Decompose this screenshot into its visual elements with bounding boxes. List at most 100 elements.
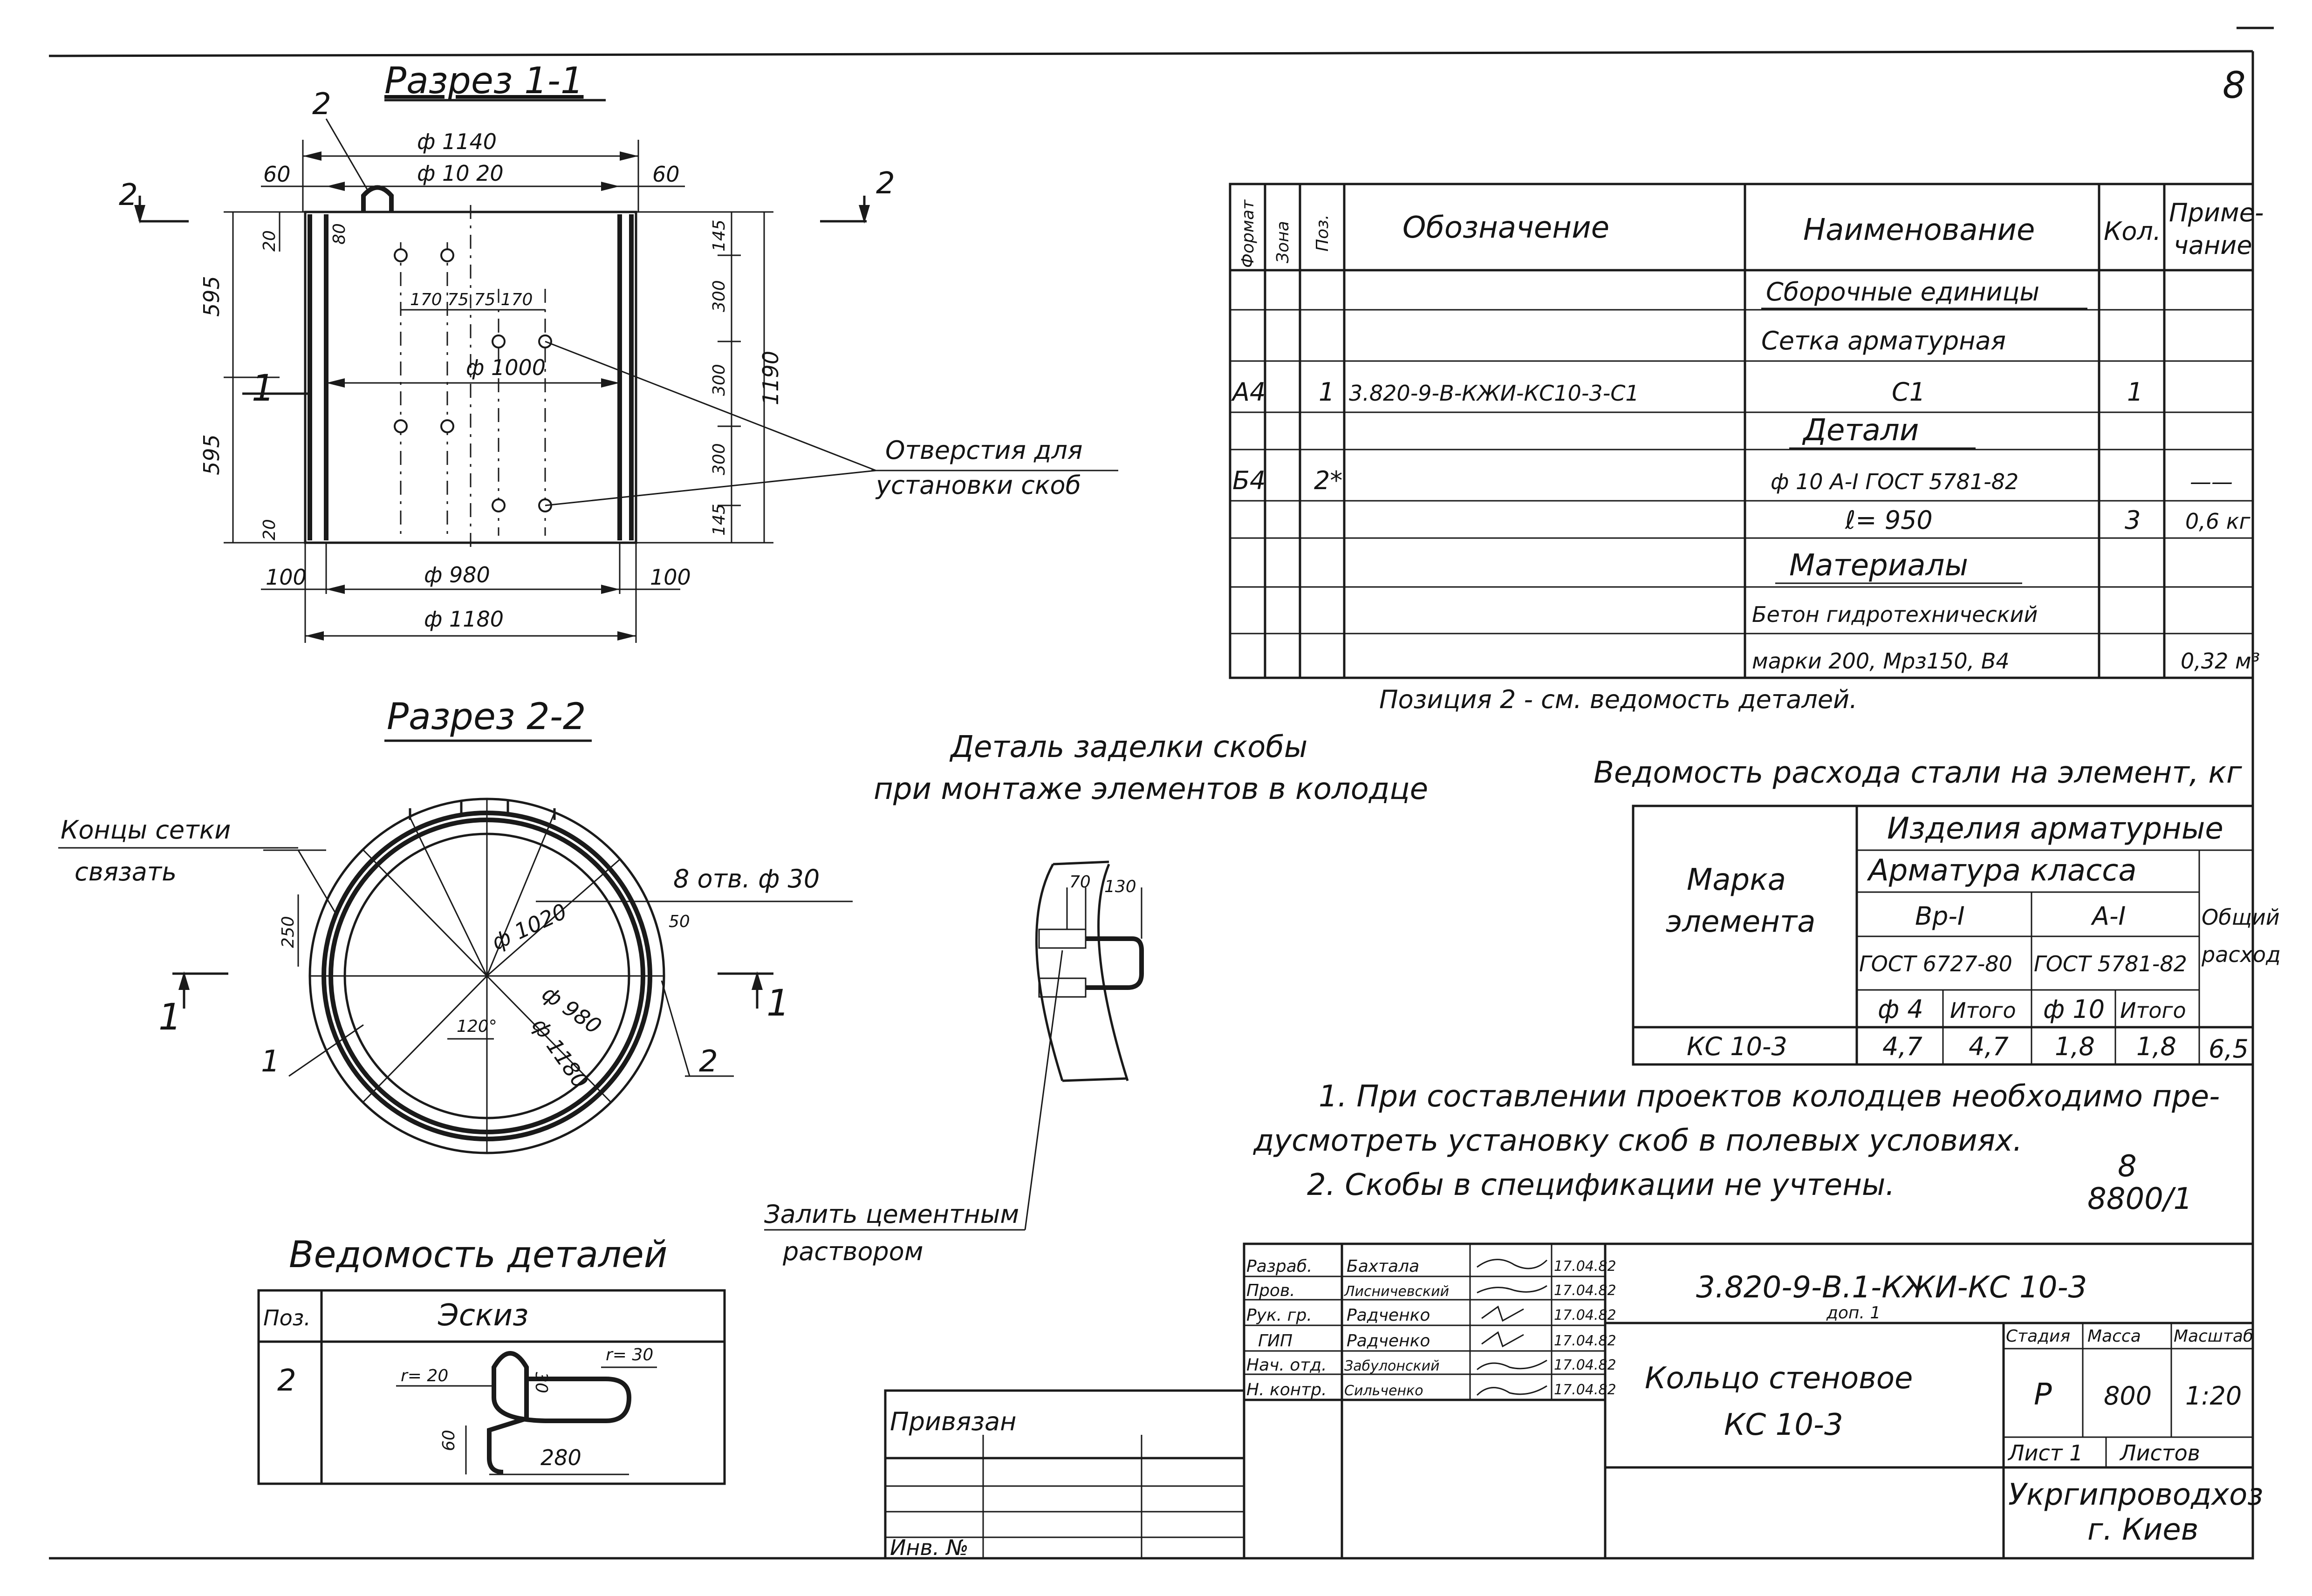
section-1-1-pos-2: 2 bbox=[312, 87, 331, 122]
detail-title-line2: при монтаже элементов в колодце bbox=[874, 772, 1428, 806]
dim-r300-c: 300 bbox=[710, 443, 729, 475]
inv-label: Инв. № bbox=[890, 1535, 969, 1560]
spec-footnote: Позиция 2 - см. ведомость деталей. bbox=[1379, 685, 1857, 714]
spec-h-note1: Приме- bbox=[2169, 198, 2264, 227]
sketch-r30: r= 30 bbox=[606, 1345, 653, 1364]
note-line2: дусмотреть установку скоб в полевых усло… bbox=[1253, 1124, 2022, 1158]
steel-row-mark: КС 10-3 bbox=[1687, 1032, 1787, 1061]
spec-r2-name: С1 bbox=[1892, 377, 1925, 407]
s22-dim-50: 50 bbox=[669, 912, 690, 931]
tb-name-4: Радченко bbox=[1347, 1331, 1430, 1350]
steel-table: Ведомость расхода стали на элемент, кг М… bbox=[1594, 756, 2281, 1066]
steel-group-h: Изделия арматурные bbox=[1887, 812, 2223, 846]
details-row-pos: 2 bbox=[277, 1364, 296, 1398]
page-number: 8 bbox=[2223, 65, 2246, 107]
tb-stage-label: Стадия bbox=[2006, 1327, 2070, 1346]
spec-r4-pos: 2* bbox=[1314, 466, 1342, 495]
spec-r3-name: Детали bbox=[1802, 413, 1919, 448]
tb-org-line1: Укргипроводхоз bbox=[2008, 1478, 2263, 1512]
steel-gost2: ГОСТ 5781-82 bbox=[2034, 951, 2187, 976]
dim-h595-b: 595 bbox=[199, 434, 224, 475]
steel-total-h1: Общий bbox=[2202, 905, 2280, 930]
tb-role-5: Нач. отд. bbox=[1246, 1356, 1327, 1375]
dim-d1180: ф 1180 bbox=[424, 607, 504, 632]
dim-h595-a: 595 bbox=[199, 276, 224, 317]
tb-role-3: Рук. гр. bbox=[1246, 1306, 1312, 1325]
tb-role-1: Разраб. bbox=[1246, 1257, 1312, 1276]
tb-date-4: 17.04.82 bbox=[1554, 1333, 1616, 1349]
details-title: Ведомость деталей bbox=[289, 1234, 668, 1276]
s22-d1020: ф 1020 bbox=[488, 899, 571, 955]
spec-r8-note: 0,32 м³ bbox=[2181, 648, 2260, 674]
s22-pos1: 1 bbox=[261, 1044, 280, 1079]
holes-note-line1: Отверстия для bbox=[885, 436, 1083, 465]
details-table: Ведомость деталей Поз. Эскиз 2 r= 20 r= … bbox=[257, 1234, 726, 1485]
dim-v80: 80 bbox=[330, 223, 349, 245]
spec-h-zone: Зона bbox=[1273, 221, 1293, 263]
steel-row-v2: 4,7 bbox=[1969, 1032, 2009, 1061]
spec-r2-pos: 1 bbox=[1319, 377, 1334, 407]
section-1-1-title: Разрез 1-1 bbox=[384, 60, 583, 102]
tb-date-2: 17.04.82 bbox=[1554, 1282, 1616, 1299]
holes-note-line2: установки скоб bbox=[875, 471, 1081, 500]
tb-role-2: Пров. bbox=[1246, 1281, 1295, 1300]
sketch-d280: 280 bbox=[540, 1445, 581, 1470]
spec-r4-format: Б4 bbox=[1232, 466, 1265, 495]
spec-r4-note: —— bbox=[2190, 469, 2233, 494]
steel-sub-3: ф 10 bbox=[2043, 995, 2105, 1024]
detail-fixing: Деталь заделки скобы при монтаже элемент… bbox=[764, 730, 1428, 1266]
steel-title: Ведомость расхода стали на элемент, кг bbox=[1594, 756, 2242, 790]
steel-row-v1: 4,7 bbox=[1882, 1032, 1922, 1061]
sketch-d60: 60 bbox=[439, 1430, 458, 1451]
dim-right-100: 100 bbox=[650, 565, 691, 590]
steel-class-h: Арматура класса bbox=[1867, 853, 2137, 888]
spec-r4-name: ф 10 А-I ГОСТ 5781-82 bbox=[1771, 469, 2018, 494]
details-col-sketch: Эскиз bbox=[438, 1298, 528, 1333]
spec-h-qty: Кол. bbox=[2104, 217, 2161, 246]
tb-date-6: 17.04.82 bbox=[1554, 1382, 1616, 1398]
steel-mark-h2: элемента bbox=[1666, 905, 1815, 939]
linked-label: Привязан bbox=[890, 1407, 1016, 1436]
dim-r300-a: 300 bbox=[710, 280, 729, 312]
tb-date-1: 17.04.82 bbox=[1554, 1258, 1616, 1275]
tb-stage: Р bbox=[2034, 1378, 2052, 1412]
spec-r2-qty: 1 bbox=[2127, 377, 2143, 407]
dim-d1140: ф 1140 bbox=[417, 129, 497, 154]
dim-d980: ф 980 bbox=[424, 562, 490, 587]
tb-doc-sub: доп. 1 bbox=[1826, 1303, 1881, 1323]
cut-marker-left: 2 bbox=[119, 178, 138, 212]
sketch-d30: 30 bbox=[532, 1372, 551, 1393]
note-line1: 1. При составлении проектов колодцев нео… bbox=[1319, 1079, 2220, 1114]
spec-h-designation: Обозначение bbox=[1402, 211, 1609, 245]
detail-dim-130: 130 bbox=[1104, 877, 1136, 896]
archive-code-top: 8 bbox=[2118, 1149, 2137, 1184]
spec-h-note2: чание bbox=[2174, 231, 2252, 260]
tb-mass-label: Масса bbox=[2087, 1327, 2141, 1346]
section-1-1: Разрез 1-1 ф 1000 170 75 75 bbox=[119, 60, 1118, 643]
steel-class2: А-I bbox=[2091, 901, 2126, 931]
s22-cut1-right: 1 bbox=[766, 982, 790, 1024]
spec-r5-note: 0,6 кг bbox=[2185, 509, 2251, 534]
spec-r2-format: А4 bbox=[1231, 377, 1265, 407]
spec-r5-qty: 3 bbox=[2125, 505, 2141, 535]
mesh-note-line1: Концы сетки bbox=[61, 815, 231, 845]
steel-total-h2: расход bbox=[2201, 942, 2281, 967]
steel-row-total: 6,5 bbox=[2209, 1034, 2249, 1064]
cut-marker-right: 2 bbox=[876, 166, 895, 201]
spec-r1-name: Сетка арматурная bbox=[1761, 326, 2006, 355]
tb-name-5: Забулонский bbox=[1344, 1358, 1440, 1374]
section-1-1-pos-1: 1 bbox=[252, 368, 275, 409]
dim-bot-20: 20 bbox=[260, 519, 279, 540]
dim-d1020: ф 10 20 bbox=[417, 161, 504, 186]
holes-8-d30: 8 отв. ф 30 bbox=[673, 864, 820, 893]
spec-r7-name: Бетон гидротехнический bbox=[1752, 602, 2038, 627]
section-2-2: Разрез 2-2 Концы сетки связать 8 от bbox=[58, 696, 853, 1154]
tb-name-6: Сильченко bbox=[1344, 1383, 1423, 1399]
steel-mark-h1: Марка bbox=[1687, 863, 1786, 897]
tb-org-line2: г. Киев bbox=[2087, 1513, 2198, 1547]
notes: 1. При составлении проектов колодцев нео… bbox=[1253, 1079, 2220, 1216]
dim-h1190: 1190 bbox=[758, 351, 783, 405]
tb-name-line2: КС 10-3 bbox=[1724, 1408, 1843, 1442]
dim-r145-a: 145 bbox=[710, 219, 729, 252]
